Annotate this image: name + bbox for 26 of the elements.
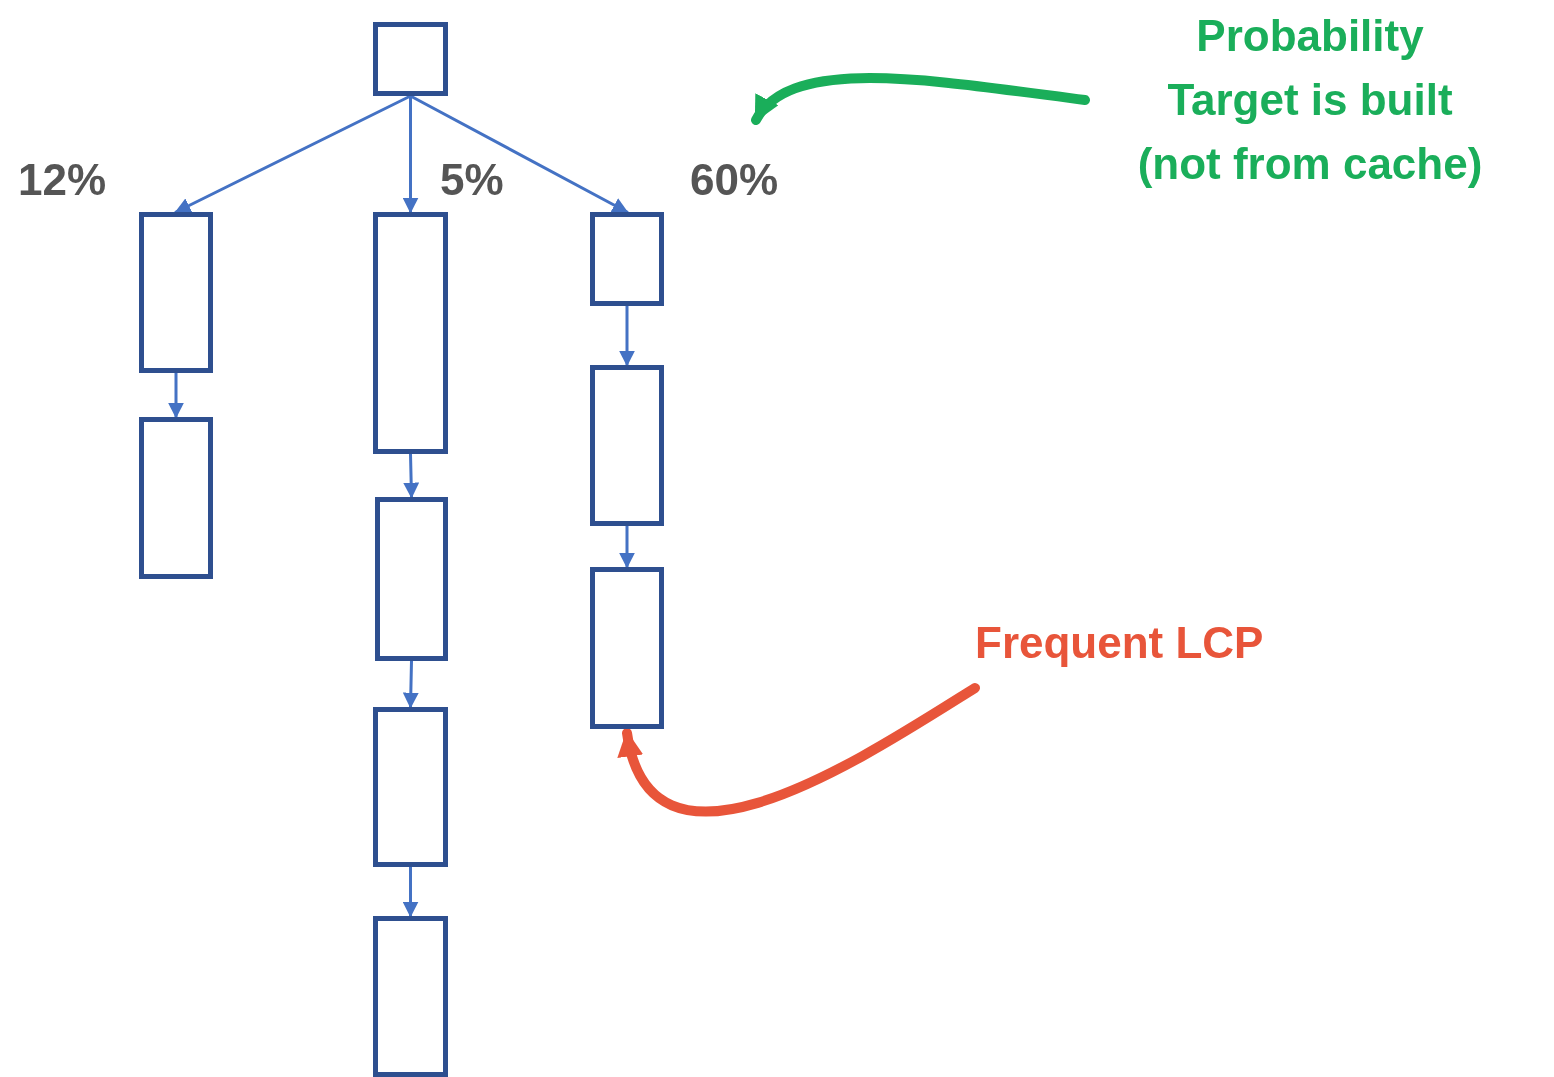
arrow [174,94,412,214]
edge-label: 60% [690,155,779,205]
empty-box [373,916,448,1077]
empty-box [373,212,448,454]
callout-text: Frequent LCP [975,617,1264,670]
arrow [620,683,980,817]
edge-label: 5% [440,155,504,205]
arrow [619,524,635,569]
empty-box [373,707,448,867]
edge-label: 12% [18,155,107,205]
arrow [402,865,419,918]
arrow [403,452,420,499]
empty-box [373,22,448,96]
callout-text: Probability Target is built (not from cache) [1136,10,1484,190]
empty-box [139,212,213,373]
arrow [402,94,419,214]
curved-arrow [751,73,1090,125]
empty-box [139,417,213,579]
arrow [619,304,635,367]
arrow [402,659,419,709]
empty-box [375,497,448,661]
arrow [168,371,184,419]
empty-box [590,567,664,729]
empty-box [590,365,664,526]
empty-box [590,212,664,306]
arrow [409,94,629,214]
